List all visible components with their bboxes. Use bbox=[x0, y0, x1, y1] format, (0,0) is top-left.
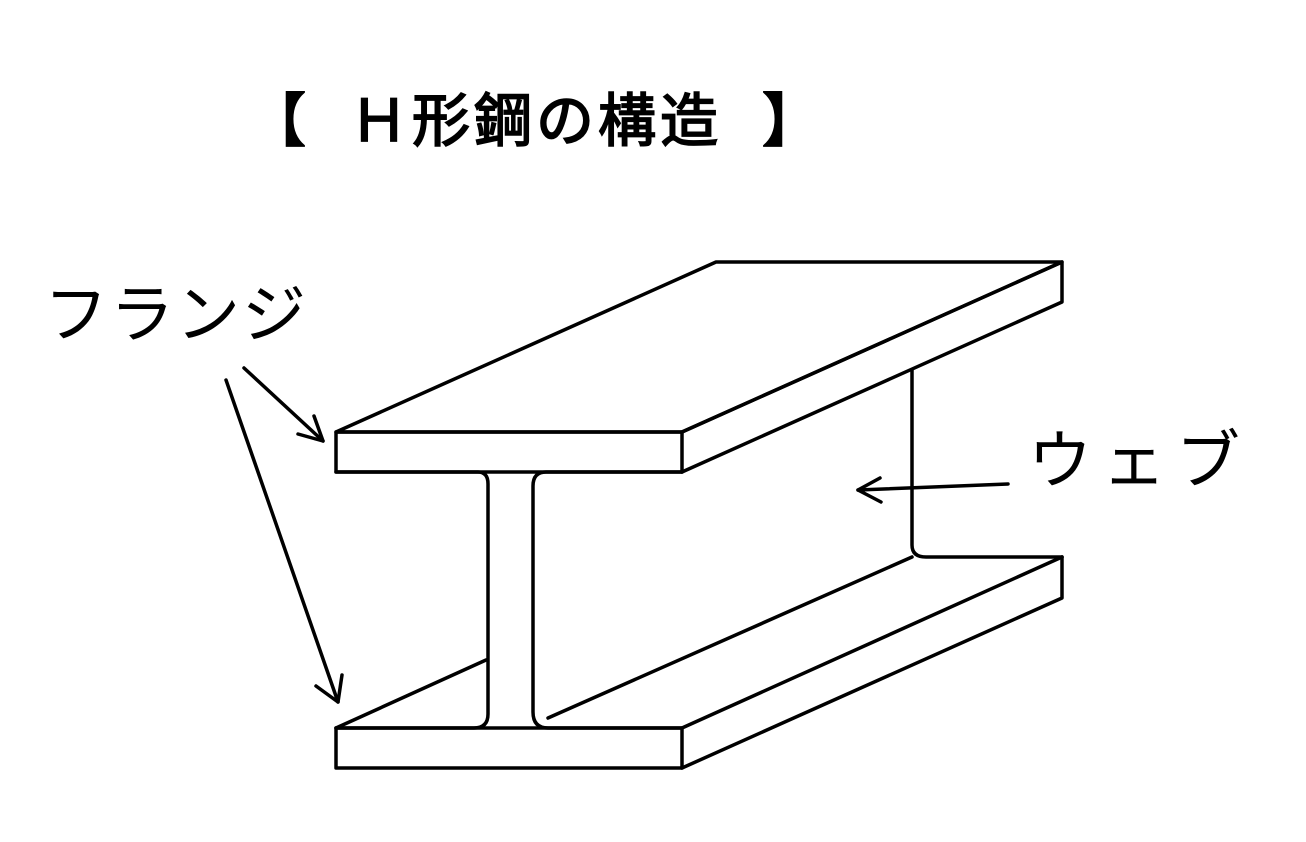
flange-arrow-top bbox=[242, 366, 325, 443]
flange-arrow-bottom bbox=[224, 378, 344, 704]
web-arrow bbox=[856, 476, 1010, 504]
bottom-flange-side-face bbox=[680, 555, 1064, 770]
web-bottom-junction bbox=[546, 555, 914, 720]
web-label: ウェブ bbox=[1028, 425, 1250, 499]
web-right-contour bbox=[531, 470, 684, 730]
top-flange-side-face bbox=[680, 260, 1064, 474]
web-left-contour bbox=[334, 470, 490, 730]
flange-label: フランジ bbox=[44, 279, 308, 353]
title-close-bracket: 】 bbox=[762, 87, 825, 155]
top-flange-top-face bbox=[334, 260, 1064, 434]
diagram-title: 【Ｈ形鋼の構造】 bbox=[248, 92, 824, 150]
bottom-flange-top-face-back bbox=[680, 555, 1064, 730]
top-flange-front-face bbox=[334, 430, 684, 474]
title-text: Ｈ形鋼の構造 bbox=[350, 87, 723, 155]
web-back-edge bbox=[910, 368, 1064, 559]
bottom-flange-front-face bbox=[334, 726, 684, 770]
title-open-bracket: 【 bbox=[248, 87, 311, 155]
bottom-flange-left-top-edge bbox=[334, 658, 488, 730]
